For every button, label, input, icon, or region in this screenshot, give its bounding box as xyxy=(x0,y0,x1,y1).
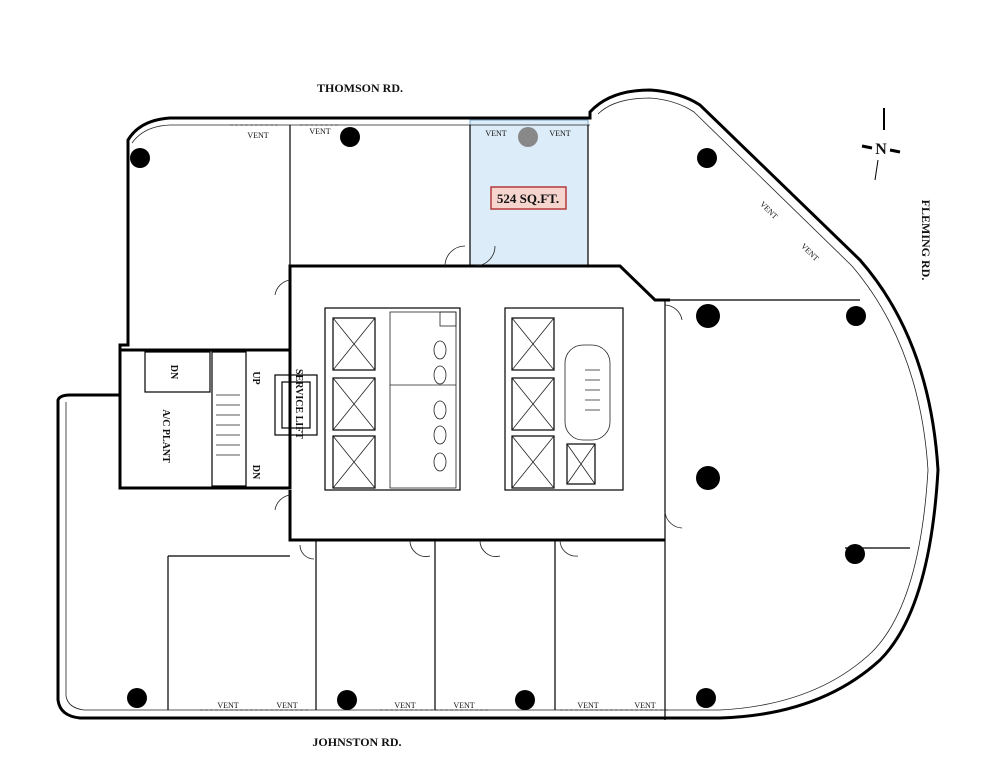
vent-label: VENT xyxy=(309,127,330,136)
area-label-box xyxy=(490,186,567,210)
vent-label: VENT xyxy=(485,129,506,138)
vent-label: VENT xyxy=(217,701,238,710)
vent-label: VENT xyxy=(577,701,598,710)
area-label: 524 SQ.FT. xyxy=(497,191,559,206)
stair-down-label: DN xyxy=(168,365,179,380)
lift-shafts xyxy=(281,317,596,489)
vent-label: VENT xyxy=(453,701,474,710)
stairs xyxy=(216,344,611,456)
stair-down-label-2: DN xyxy=(250,465,261,480)
stair-up-label: UP xyxy=(250,371,261,384)
north-arrow-icon: N xyxy=(861,108,901,181)
vent-label: VENT xyxy=(758,200,780,222)
columns xyxy=(127,127,866,710)
road-label-south: JOHNSTON RD. xyxy=(312,735,401,749)
outer-wall-inner xyxy=(65,97,929,711)
service-lift-label: SERVICE LIFT xyxy=(293,369,304,439)
vent-label: VENT xyxy=(394,701,415,710)
vent-label: VENT xyxy=(247,131,268,140)
vent-label: VENT xyxy=(634,701,655,710)
doors xyxy=(274,245,683,560)
outer-wall xyxy=(56,88,940,720)
vent-strips xyxy=(200,124,670,711)
road-label-east: FLEMING RD. xyxy=(919,200,933,281)
compass-letter: N xyxy=(875,141,887,158)
road-label-north: THOMSON RD. xyxy=(317,81,403,95)
toilets xyxy=(389,311,457,489)
ac-plant-label: A/C PLANT xyxy=(160,409,171,463)
vent-label: VENT xyxy=(799,242,821,264)
vent-label: VENT xyxy=(549,129,570,138)
vent-label: VENT xyxy=(276,701,297,710)
